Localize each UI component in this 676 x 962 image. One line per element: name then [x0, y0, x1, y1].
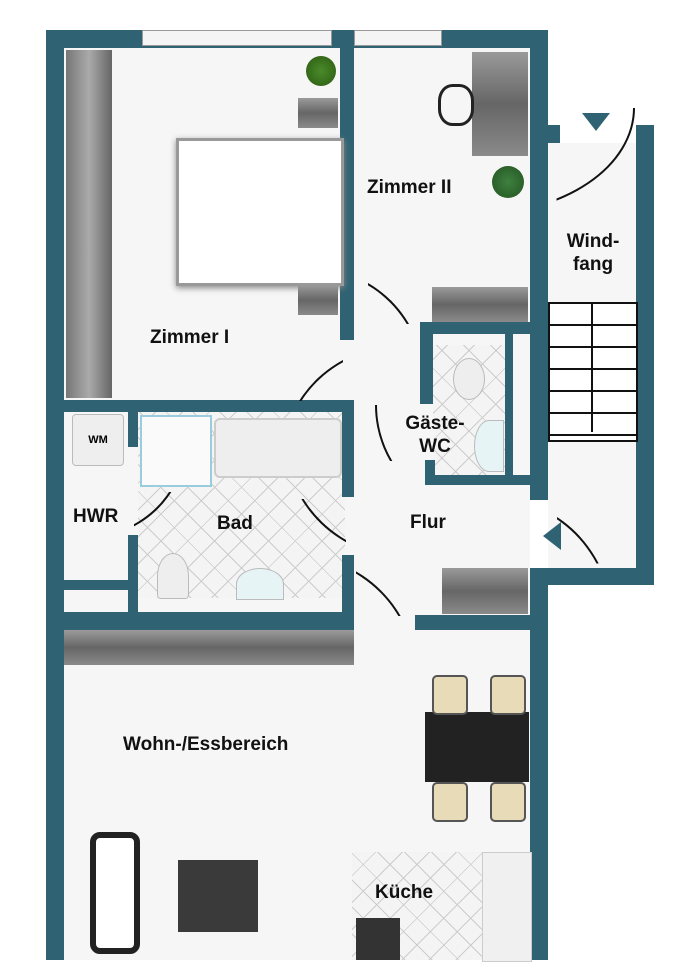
room-label-gaeste-wc: Gäste- WC — [405, 413, 465, 457]
wall — [425, 460, 435, 485]
entry-arrow-icon — [543, 522, 561, 550]
wall — [530, 30, 548, 130]
wall — [425, 475, 530, 485]
wardrobe-flur — [442, 568, 528, 614]
room-label-wohn-essbereich: Wohn-/Essbereich — [123, 734, 289, 755]
wall — [342, 555, 354, 630]
room-label-kueche: Küche — [375, 882, 434, 903]
chair — [438, 84, 474, 126]
room-label-bad: Bad — [217, 513, 253, 534]
nightstand — [298, 285, 338, 315]
shelf — [432, 287, 528, 322]
coffee-table — [178, 860, 258, 932]
wall — [64, 580, 128, 590]
room-label-windfang: Wind- fang — [566, 231, 620, 275]
wardrobe — [66, 50, 112, 398]
plant-icon — [306, 56, 336, 86]
chair — [490, 782, 526, 822]
bathtub — [214, 418, 342, 478]
shower — [140, 415, 212, 487]
wall — [530, 130, 548, 500]
wall — [46, 612, 354, 630]
wall — [530, 568, 548, 960]
chair — [432, 782, 468, 822]
wall — [420, 334, 433, 404]
nightstand — [298, 98, 338, 128]
dining-table — [425, 712, 529, 782]
room-label-zimmer1: Zimmer I — [150, 327, 230, 348]
wall — [548, 568, 654, 585]
double-bed — [176, 138, 344, 286]
plant-icon — [492, 166, 524, 198]
wall — [46, 30, 64, 960]
toilet — [157, 553, 189, 599]
toilet — [453, 358, 485, 400]
sideboard — [64, 630, 354, 665]
wall — [46, 400, 354, 412]
washing-machine: WM — [72, 414, 124, 466]
wall — [415, 615, 548, 630]
wall — [636, 125, 654, 585]
room-label-zimmer2: Zimmer II — [367, 177, 452, 198]
sink — [236, 568, 284, 600]
wall — [505, 334, 513, 484]
staircase — [548, 302, 638, 442]
wall — [128, 412, 138, 447]
chair — [432, 675, 468, 715]
window — [142, 30, 332, 46]
room-label-flur: Flur — [410, 512, 446, 533]
chair — [490, 675, 526, 715]
desk — [472, 52, 528, 156]
window — [354, 30, 442, 46]
wall — [420, 322, 530, 334]
sofa — [90, 832, 140, 954]
room-label-hwr: HWR — [73, 506, 119, 527]
stair-arrow-icon — [591, 302, 593, 432]
entry-arrow-icon — [582, 113, 610, 131]
stove — [356, 918, 400, 960]
wall — [128, 535, 138, 615]
sink — [474, 420, 504, 472]
kitchen-counter — [482, 852, 532, 962]
wall — [342, 412, 354, 497]
